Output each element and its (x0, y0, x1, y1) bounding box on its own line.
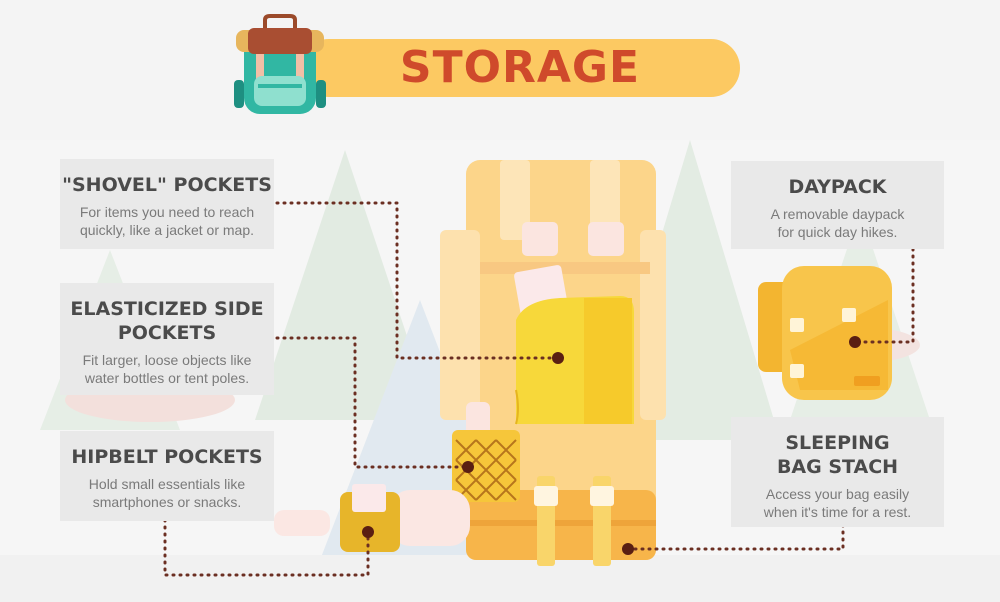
dot-shovel (552, 352, 564, 364)
pack-strap-right (590, 160, 620, 240)
connector-sleeping (626, 523, 845, 551)
daypack-tab-a (790, 318, 804, 332)
page-title: STORAGE (399, 42, 641, 93)
daypack-flap (790, 300, 888, 390)
hipbelt-strap (390, 490, 470, 546)
card-description: Access your bag easily when it's time fo… (763, 486, 912, 520)
pack-band (480, 262, 650, 274)
pack-strap-left (500, 160, 530, 240)
compression-straps (534, 476, 614, 566)
card-title: ELASTICIZED SIDE POCKETS (70, 298, 264, 344)
daypack-label (854, 376, 880, 386)
strap-a-buckle (534, 486, 558, 506)
callout-dots (362, 336, 861, 555)
mesh-lines (455, 439, 517, 501)
strap-buckle-right (588, 222, 624, 256)
connector-elastic (275, 336, 470, 469)
card-shovel-pockets: "SHOVEL" POCKETS For items you need to r… (60, 159, 274, 249)
card-description: Hold small essentials like smartphones o… (88, 476, 246, 510)
dot-sleeping (622, 543, 634, 555)
ground (0, 555, 1000, 602)
title-banner (300, 39, 740, 97)
card-title: HIPBELT POCKETS (71, 446, 263, 468)
smartphone-icon (352, 484, 386, 512)
strap-b-buckle (590, 486, 614, 506)
daypack-tab-b (842, 308, 856, 322)
compartment-seam (466, 520, 656, 526)
water-bottle (466, 402, 490, 436)
card-daypack: DAYPACK A removable daypack for quick da… (731, 161, 944, 249)
daypack-tab-c (790, 364, 804, 378)
hipbelt (274, 484, 470, 552)
connector-daypack (853, 247, 915, 344)
shovel-pocket (514, 265, 634, 425)
card-title: "SHOVEL" POCKETS (62, 174, 272, 196)
tree-left (255, 150, 435, 420)
card-title: SLEEPING BAG STACH (776, 432, 899, 478)
hipbelt-buckle (274, 510, 330, 536)
card-description: Fit larger, loose objects like water bot… (82, 352, 252, 386)
pack-side-left (440, 230, 480, 420)
card-description: For items you need to reach quickly, lik… (79, 204, 255, 238)
dot-hipbelt (362, 526, 374, 538)
dot-daypack (849, 336, 861, 348)
connector-shovel (275, 201, 560, 360)
connector-lines (163, 201, 915, 577)
card-elasticized-side-pockets: ELASTICIZED SIDE POCKETS Fit larger, loo… (60, 283, 274, 395)
side-pocket (452, 402, 520, 502)
pocket-edge (515, 389, 519, 425)
card-hipbelt-pockets: HIPBELT POCKETS Hold small essentials li… (60, 431, 274, 521)
pocket-panel (584, 298, 632, 424)
pack-side-right (640, 230, 666, 420)
dot-elastic (462, 461, 474, 473)
backpack-icon (234, 14, 326, 114)
card-sleeping-bag-stach: SLEEPING BAG STACH Access your bag easil… (731, 417, 944, 527)
strap-buckle-left (522, 222, 558, 256)
card-description: A removable daypack for quick day hikes. (770, 206, 905, 240)
daypack (758, 266, 892, 400)
card-title: DAYPACK (788, 176, 887, 198)
connector-hipbelt (163, 518, 370, 577)
